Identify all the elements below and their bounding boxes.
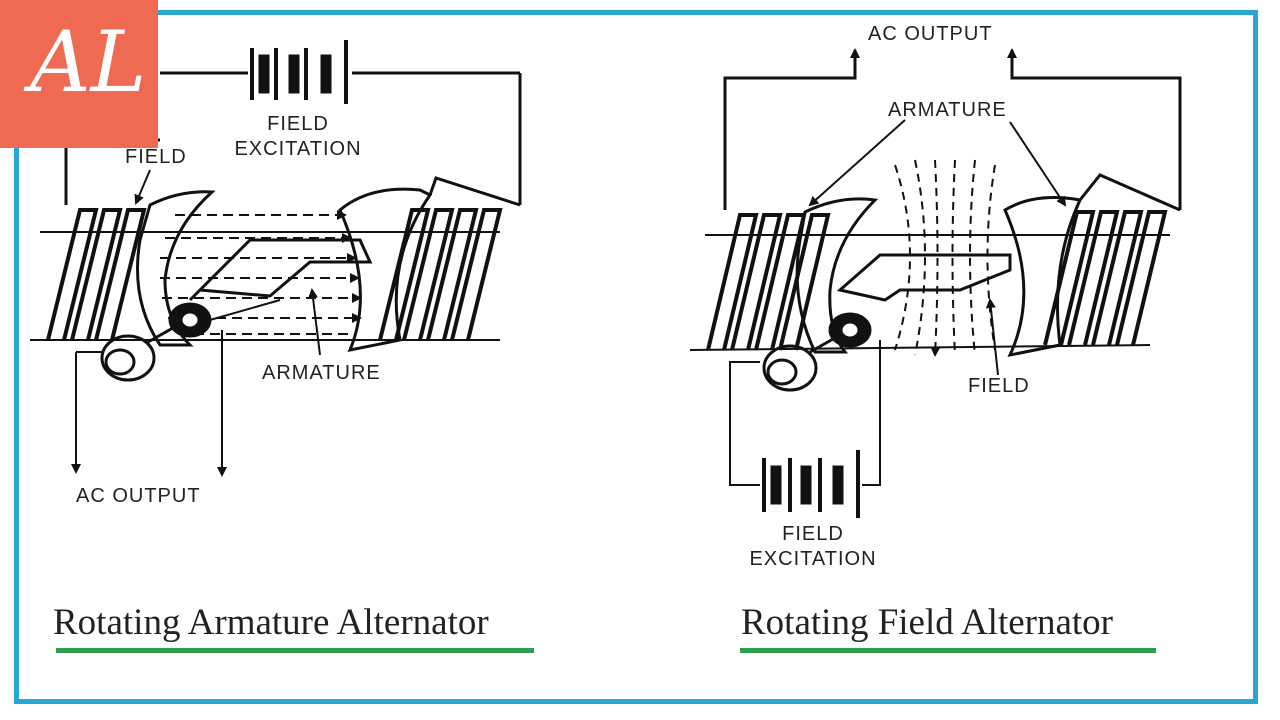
left-caption-underline [56,648,534,653]
right-field-excitation-label: FIELD EXCITATION [740,522,886,572]
right-field-label: FIELD [968,375,1030,397]
left-diagram [30,40,522,477]
right-pole-coils-b [1043,210,1168,346]
right-field-lines [894,159,996,357]
right-field-excitation-line2: EXCITATION [749,548,877,570]
right-diagram [689,48,1182,518]
right-ac-output-label: AC OUTPUT [868,23,993,45]
left-field-excitation-label: FIELD EXCITATION [228,112,368,162]
right-right-pole-piece [1003,196,1083,358]
left-ac-output-label: AC OUTPUT [76,485,201,507]
left-battery [160,40,522,205]
logo-mark: AL [30,13,147,111]
left-caption: Rotating Armature Alternator [53,602,489,643]
right-field-excitation-line1: FIELD [782,523,844,545]
right-rotor-loop [836,253,1012,302]
left-pole-piece [136,190,216,347]
right-output-wires [723,48,1182,210]
left-pole-coils-a [46,208,147,341]
right-caption: Rotating Field Alternator [741,602,1114,643]
diagram-frame [14,10,1258,704]
left-field-label: FIELD [125,146,187,168]
right-caption-underline [740,648,1156,653]
left-armature-loop [188,238,373,302]
right-slip-rings [762,312,872,392]
left-field-excitation-line2: EXCITATION [234,138,362,160]
left-pole-coils-b [378,208,503,341]
right-pole-piece [338,187,433,353]
channel-logo: AL [0,0,158,148]
right-battery [729,340,881,518]
right-armature-label: ARMATURE [888,99,1007,121]
left-armature-label: ARMATURE [262,362,381,384]
right-left-pole-piece [795,197,879,354]
left-field-excitation-line1: FIELD [267,113,329,135]
left-slip-rings [100,299,281,382]
